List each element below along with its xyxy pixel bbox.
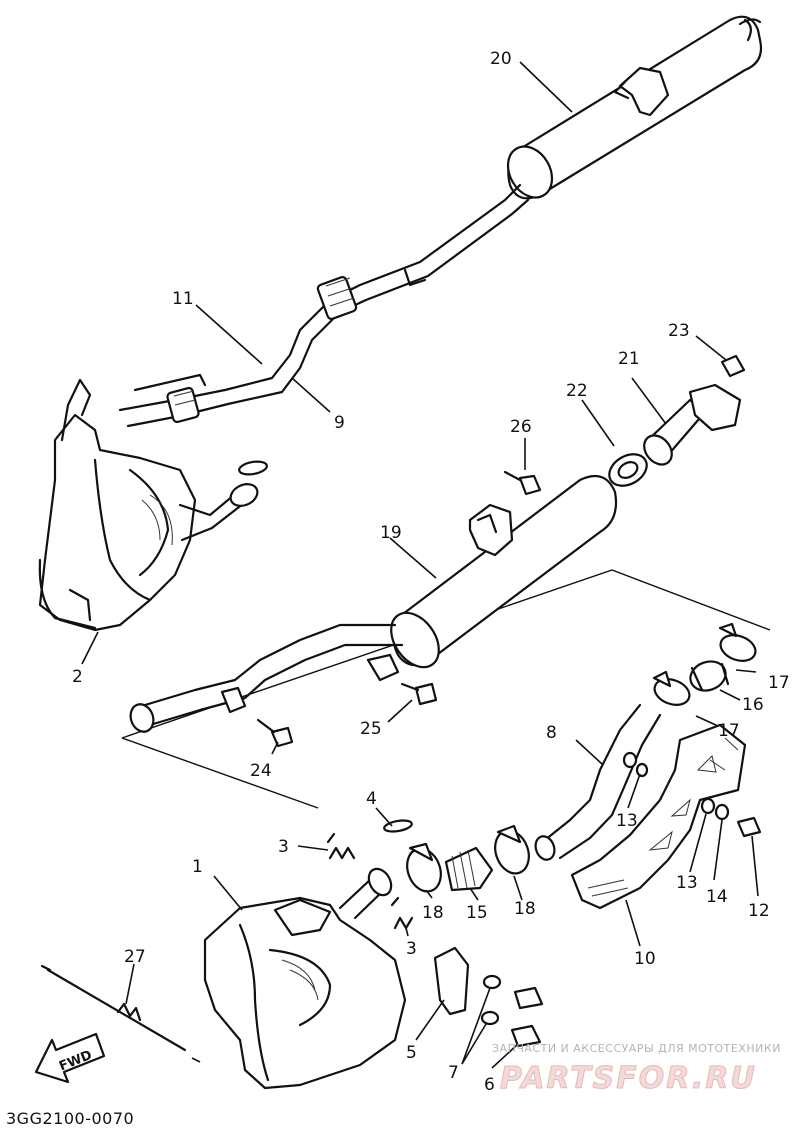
pipe-8 xyxy=(534,703,662,861)
fwd-arrow-icon: FWD xyxy=(34,1032,106,1084)
heat-shield-10 xyxy=(570,723,747,910)
callout-13a: 13 xyxy=(616,811,638,831)
callout-13b: 13 xyxy=(676,873,698,893)
bolts-middle xyxy=(256,354,746,748)
callout-8: 8 xyxy=(546,723,557,743)
springs-3-4 xyxy=(326,819,414,930)
callout-18b: 18 xyxy=(514,899,536,919)
callout-18a: 18 xyxy=(422,903,444,923)
callout-11: 11 xyxy=(172,289,194,309)
exhaust-pipe-9-11 xyxy=(118,183,530,428)
callout-20: 20 xyxy=(490,49,512,69)
parts-frame xyxy=(121,569,771,809)
leader-lines xyxy=(81,61,759,1069)
callout-4: 4 xyxy=(366,789,377,809)
callout-15: 15 xyxy=(466,903,488,923)
callout-25: 25 xyxy=(360,719,382,739)
gasket-22 xyxy=(608,453,648,487)
washers-bolts-12-14 xyxy=(635,762,762,838)
silencer-20 xyxy=(506,15,763,200)
watermark: ЗАПЧАСТИ И АКСЕССУАРЫ ДЛЯ МОТОТЕХНИКИ PA… xyxy=(492,1042,781,1097)
callout-21: 21 xyxy=(618,349,640,369)
callout-19: 19 xyxy=(380,523,402,543)
callout-14: 14 xyxy=(706,887,728,907)
callout-17b: 17 xyxy=(718,721,740,741)
expansion-chamber-1 xyxy=(203,867,407,1090)
callout-23: 23 xyxy=(668,321,690,341)
callout-27: 27 xyxy=(124,947,146,967)
callout-7: 7 xyxy=(448,1063,459,1083)
tail-pipe xyxy=(129,623,404,733)
callout-22: 22 xyxy=(566,381,588,401)
joint-16-17 xyxy=(652,622,757,706)
callout-10: 10 xyxy=(634,949,656,969)
joint-15-18 xyxy=(406,824,530,893)
callout-3b: 3 xyxy=(406,939,417,959)
callout-12: 12 xyxy=(748,901,770,921)
callout-9: 9 xyxy=(334,413,345,433)
callout-6: 6 xyxy=(484,1075,495,1095)
watermark-tagline: ЗАПЧАСТИ И АКСЕССУАРЫ ДЛЯ МОТОТЕХНИКИ xyxy=(492,1042,781,1055)
callout-1: 1 xyxy=(192,857,203,877)
callout-24: 24 xyxy=(250,761,272,781)
rod-27 xyxy=(40,964,187,1052)
expansion-chamber-2 xyxy=(38,378,268,632)
callouts: 20 11 9 2 23 21 22 26 19 17 16 17 24 25 … xyxy=(72,49,790,1095)
callout-3a: 3 xyxy=(278,837,289,857)
bracket-5-fasteners xyxy=(433,946,544,1048)
callout-2: 2 xyxy=(72,667,83,687)
watermark-logo: PARTSFOR.RU xyxy=(500,1061,757,1096)
callout-17a: 17 xyxy=(768,673,790,693)
callout-26: 26 xyxy=(510,417,532,437)
silencer-19 xyxy=(366,474,618,682)
diagram-code: 3GG2100-0070 xyxy=(6,1109,134,1128)
end-cap-21 xyxy=(643,383,742,466)
callout-5: 5 xyxy=(406,1043,417,1063)
callout-16: 16 xyxy=(742,695,764,715)
